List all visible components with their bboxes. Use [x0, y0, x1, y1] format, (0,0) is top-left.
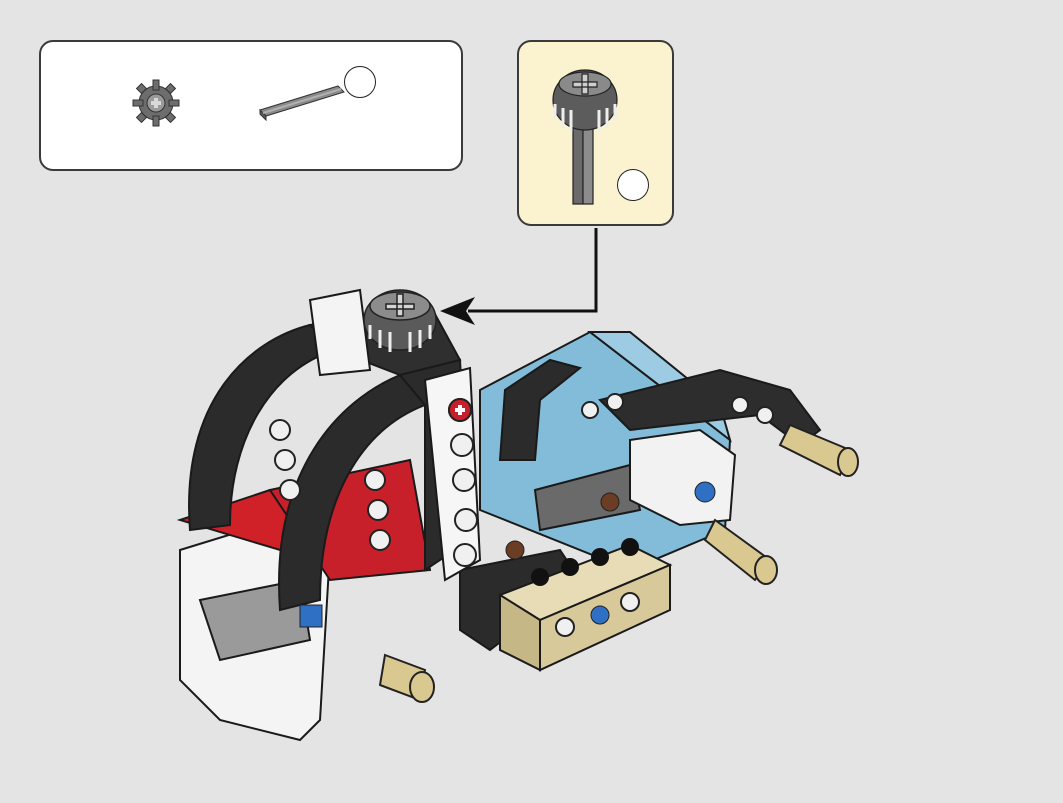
gear-on-axle-icon [552, 69, 618, 205]
sub-assembly-callout [517, 40, 674, 226]
gear-icon [132, 79, 180, 127]
parts-list-box [39, 40, 463, 171]
axle-icon [259, 85, 345, 122]
model-assembly-illustration [176, 288, 859, 742]
axle-length-badge [344, 66, 376, 98]
callout-axle-length-badge [617, 169, 649, 201]
